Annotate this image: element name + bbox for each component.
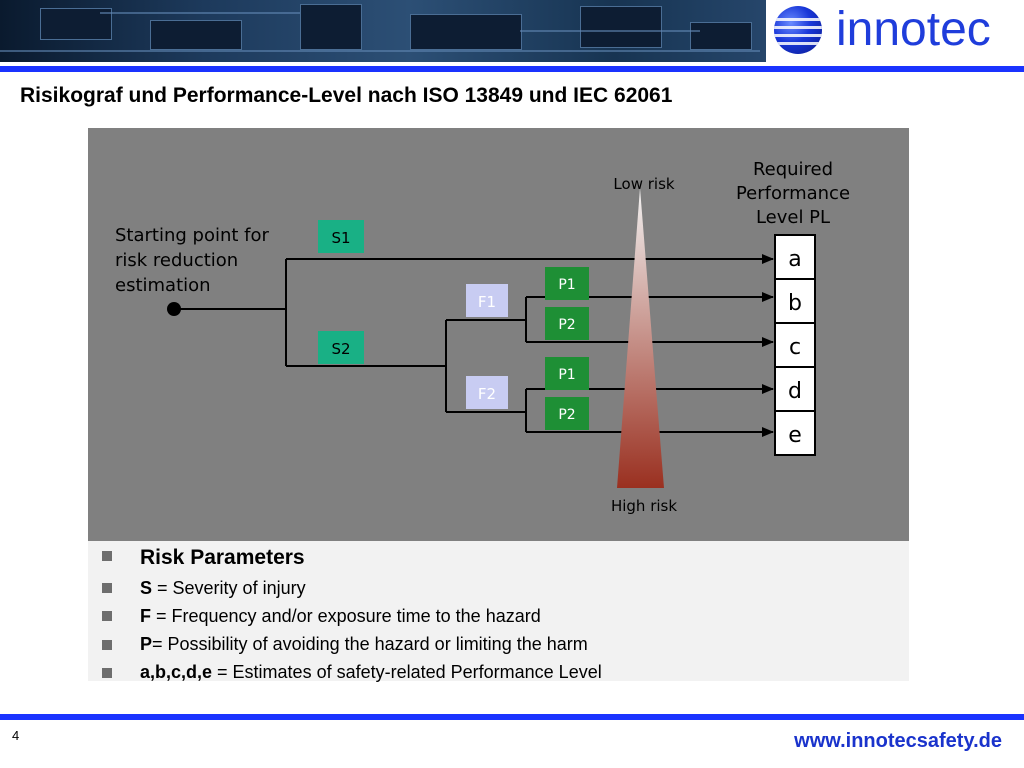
p2-label-1: P2	[558, 317, 575, 333]
innotec-logo: innotec	[766, 0, 1024, 62]
level-a-label: a	[788, 247, 801, 272]
risk-parameters-list: Risk Parameters S = Severity of injury F…	[88, 541, 909, 682]
s1-box	[318, 220, 364, 253]
bullet-icon	[102, 551, 112, 561]
required-pl-label-1: Required	[753, 159, 833, 180]
f2-box	[466, 376, 508, 409]
p1-box-1	[545, 267, 589, 300]
level-e-label: e	[788, 423, 802, 448]
risk-graph-panel: Starting point for risk reduction estima…	[88, 128, 909, 541]
level-d-box	[774, 366, 816, 412]
bullet-icon	[102, 611, 112, 621]
header-divider	[0, 66, 1024, 72]
level-a-box	[774, 234, 816, 280]
risk-triangle	[617, 188, 664, 488]
p2-label-2: P2	[558, 407, 575, 423]
bullet-icon	[102, 640, 112, 650]
risk-graph-diagram: Starting point for risk reduction estima…	[115, 159, 850, 515]
level-d-label: d	[788, 379, 802, 404]
page-number: 4	[12, 728, 20, 743]
f1-label: F1	[478, 293, 496, 311]
param-item-f: F = Frequency and/or exposure time to th…	[140, 606, 541, 626]
s2-label: S2	[331, 340, 350, 358]
f2-label: F2	[478, 385, 496, 403]
p1-box-2	[545, 357, 589, 390]
s2-box	[318, 331, 364, 364]
risk-parameters-heading: Risk Parameters	[140, 546, 305, 569]
logo-text: innotec	[836, 3, 991, 56]
p1-label-1: P1	[558, 277, 575, 293]
bullet-icon	[102, 583, 112, 593]
level-b-label: b	[788, 291, 802, 316]
param-item-s: S = Severity of injury	[140, 578, 306, 598]
p2-box-2	[545, 397, 589, 430]
start-label-2: risk reduction	[115, 250, 238, 271]
level-e-box	[774, 410, 816, 456]
start-label-3: estimation	[115, 275, 211, 296]
p2-box-1	[545, 307, 589, 340]
globe-icon	[774, 6, 822, 54]
required-pl-label-2: Performance	[736, 183, 850, 204]
high-risk-label: High risk	[611, 497, 677, 515]
footer-divider	[0, 714, 1024, 720]
level-c-box	[774, 322, 816, 368]
page-title: Risikograf und Performance-Level nach IS…	[20, 84, 673, 107]
low-risk-label: Low risk	[613, 175, 674, 193]
param-item-levels: a,b,c,d,e = Estimates of safety-related …	[140, 662, 602, 682]
start-label-1: Starting point for	[115, 225, 270, 246]
required-pl-label-3: Level PL	[756, 207, 830, 228]
level-c-label: c	[789, 335, 801, 360]
s1-label: S1	[331, 229, 350, 247]
f1-box	[466, 284, 508, 317]
p1-label-2: P1	[558, 367, 575, 383]
bullet-icon	[102, 668, 112, 678]
website-link[interactable]: www.innotecsafety.de	[794, 730, 1002, 752]
param-item-p: P= Possibility of avoiding the hazard or…	[140, 634, 588, 654]
